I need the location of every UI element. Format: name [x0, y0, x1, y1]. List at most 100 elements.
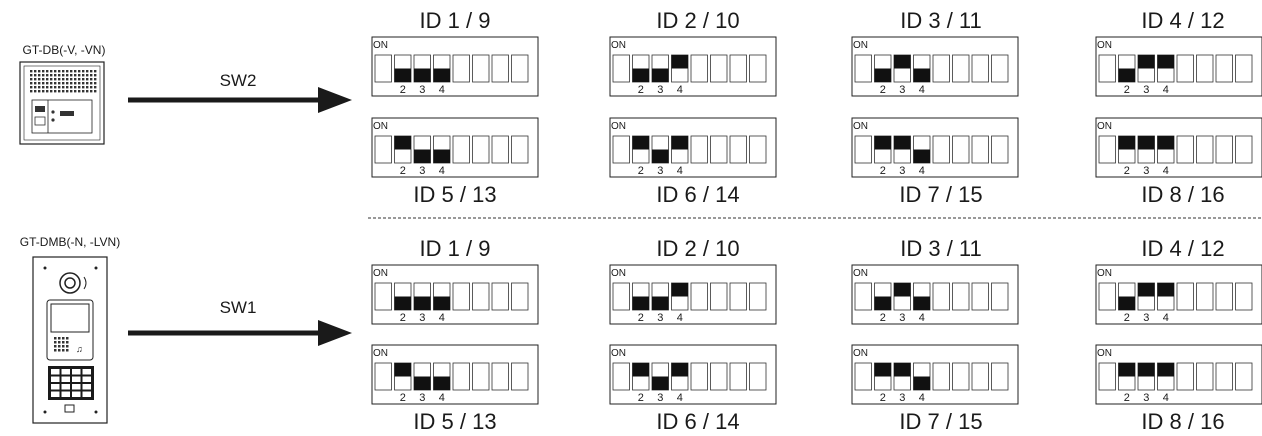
id-label: ID 5 / 13 — [413, 409, 496, 434]
id-label: ID 4 / 12 — [1141, 236, 1224, 261]
dip-slot — [1098, 282, 1116, 311]
position-number: 3 — [899, 84, 905, 96]
on-label: ON — [611, 348, 626, 359]
position-number: 2 — [1124, 312, 1130, 324]
position-number: 2 — [880, 84, 886, 96]
switch-toggle — [414, 296, 431, 310]
dip-slot — [1098, 135, 1116, 164]
on-label: ON — [853, 268, 868, 279]
dip-slot — [1196, 54, 1214, 83]
dip-slot — [991, 282, 1009, 311]
switch-toggle — [433, 68, 450, 82]
switch-toggle — [894, 136, 911, 150]
id-label: ID 6 / 14 — [656, 182, 739, 207]
position-number: 3 — [657, 312, 663, 324]
dip-slot — [971, 135, 989, 164]
dip-slot — [854, 282, 872, 311]
dip-slot — [472, 54, 490, 83]
id-label: ID 2 / 10 — [656, 8, 739, 33]
position-number: 3 — [657, 84, 663, 96]
position-number: 3 — [419, 312, 425, 324]
position-number: 4 — [1163, 84, 1169, 96]
position-number: 2 — [638, 312, 644, 324]
switch-toggle — [1157, 136, 1174, 150]
dip-slot — [710, 282, 728, 311]
switch-toggle — [874, 68, 891, 82]
dip-slot — [971, 282, 989, 311]
id-label: ID 7 / 15 — [899, 409, 982, 434]
switch-toggle — [913, 296, 930, 310]
dip-slot — [932, 282, 950, 311]
dip-slot — [952, 282, 970, 311]
dip-slot — [472, 135, 490, 164]
dip-slot — [690, 362, 708, 391]
on-label: ON — [1097, 121, 1112, 132]
dip-slot — [991, 54, 1009, 83]
dip-slot — [452, 362, 470, 391]
switch-toggle — [874, 363, 891, 377]
position-number: 3 — [657, 165, 663, 177]
on-label: ON — [373, 268, 388, 279]
dip-slot — [1176, 54, 1194, 83]
position-number: 2 — [880, 312, 886, 324]
dip-slot — [690, 54, 708, 83]
dip-slot — [612, 54, 630, 83]
id-label: ID 5 / 13 — [413, 182, 496, 207]
switch-toggle — [414, 376, 431, 390]
on-label: ON — [853, 348, 868, 359]
switch-toggle — [652, 376, 669, 390]
switch-toggle — [874, 296, 891, 310]
position-number: 2 — [638, 392, 644, 404]
switch-label-sw1: SW1 — [220, 298, 257, 317]
arrow-sw2-head — [318, 87, 352, 113]
id-label: ID 2 / 10 — [656, 236, 739, 261]
position-number: 4 — [919, 392, 925, 404]
switch-toggle — [671, 283, 688, 297]
switch-toggle — [913, 376, 930, 390]
dip-slot — [710, 135, 728, 164]
id-label: ID 8 / 16 — [1141, 409, 1224, 434]
intercom-panel-icon — [19, 61, 105, 145]
dip-slot — [452, 54, 470, 83]
id-label: ID 7 / 15 — [899, 182, 982, 207]
position-number: 4 — [677, 165, 683, 177]
switch-toggle — [1118, 363, 1135, 377]
dip-slot — [690, 282, 708, 311]
dip-slot — [1215, 135, 1233, 164]
dip-slot — [971, 362, 989, 391]
dip-slot — [472, 362, 490, 391]
dip-slot — [612, 362, 630, 391]
dip-slot — [612, 135, 630, 164]
id-label: ID 1 / 9 — [420, 8, 491, 33]
dip-slot — [1215, 362, 1233, 391]
id-label: ID 1 / 9 — [420, 236, 491, 261]
dip-slot — [854, 135, 872, 164]
switch-toggle — [1157, 363, 1174, 377]
dip-slot — [1215, 282, 1233, 311]
position-number: 4 — [1163, 312, 1169, 324]
dip-slot — [491, 362, 509, 391]
position-number: 4 — [677, 312, 683, 324]
dip-slot — [511, 282, 529, 311]
position-number: 2 — [1124, 84, 1130, 96]
dip-slot — [1235, 362, 1253, 391]
dip-slot — [1176, 135, 1194, 164]
svg-text:♫: ♫ — [76, 344, 83, 354]
dip-slot — [952, 54, 970, 83]
switch-toggle — [652, 296, 669, 310]
id-label: ID 3 / 11 — [900, 236, 982, 261]
arrow-sw1-head — [318, 320, 352, 346]
dip-slot — [374, 135, 392, 164]
on-label: ON — [853, 40, 868, 51]
id-label: ID 4 / 12 — [1141, 8, 1224, 33]
on-label: ON — [611, 121, 626, 132]
dip-slot — [491, 54, 509, 83]
position-number: 4 — [919, 84, 925, 96]
switch-toggle — [1118, 296, 1135, 310]
position-number: 3 — [419, 84, 425, 96]
